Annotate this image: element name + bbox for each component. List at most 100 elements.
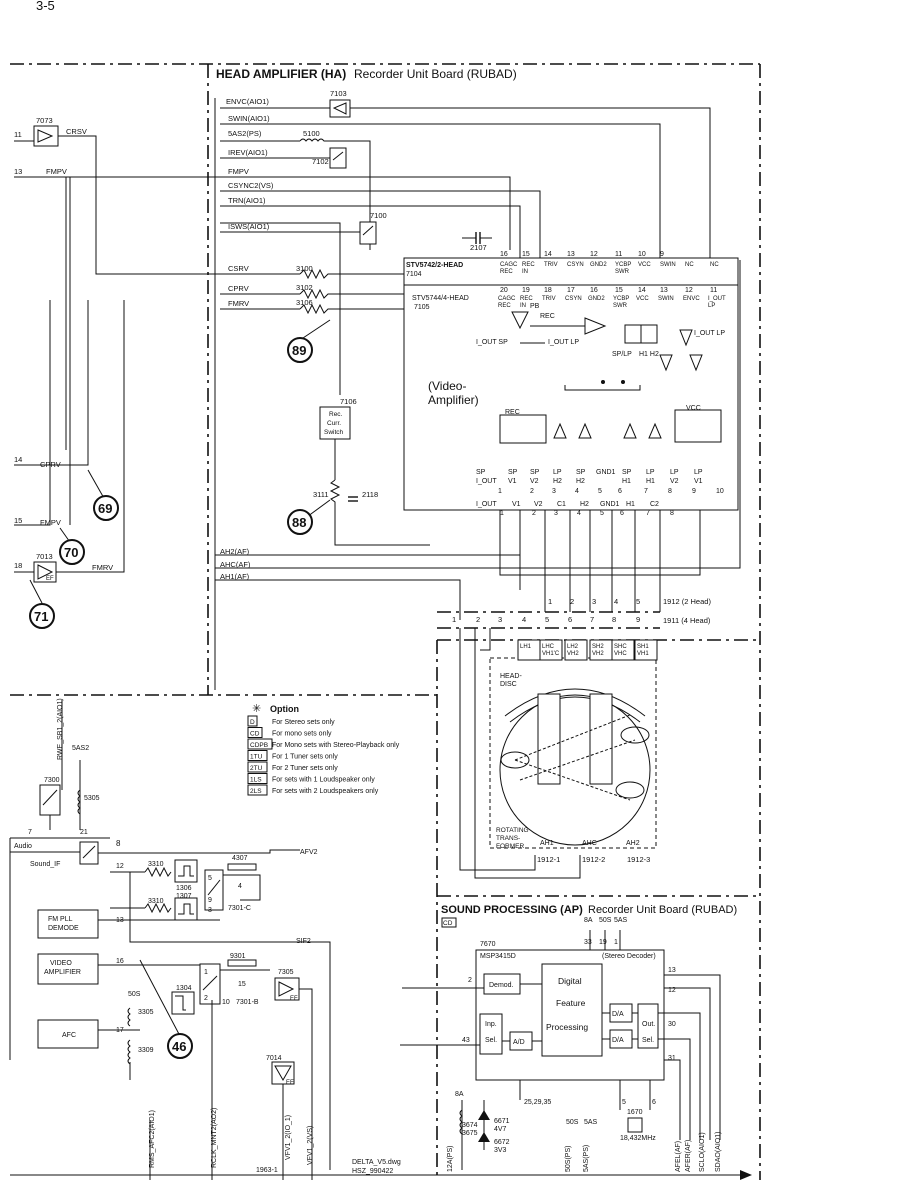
ic-bottom-label: V1 — [508, 478, 517, 485]
ic2-pin-number: 13 — [660, 287, 668, 294]
ic1-pin-label: VCC — [638, 262, 651, 268]
ic2-pin-label: LP — [708, 303, 715, 309]
conn-1911-label: 1911 (4 Head) — [663, 616, 711, 625]
signal-label: FMPV — [228, 167, 249, 176]
ic2-pin-label: REC — [520, 296, 533, 302]
lower-left-label: FM PLL — [48, 916, 73, 923]
connector-1912-pin: 3 — [592, 597, 596, 606]
pin-14: 14 — [14, 455, 22, 464]
ic2-pin-label: CAGC — [498, 296, 516, 302]
ap-label: 3V3 — [494, 1147, 507, 1154]
signal-label: CPRV — [228, 284, 249, 293]
signal-label: ENVC(AIO1) — [226, 97, 269, 106]
cprv-label: CPRV — [40, 460, 61, 469]
ic-bottom-pin: 1 — [498, 488, 502, 495]
dfp-block — [541, 963, 603, 1057]
ap-label: D/A — [612, 1011, 624, 1018]
ic-bottom-label: LP — [694, 469, 703, 476]
part-7073: 7073 — [36, 116, 53, 125]
ic2-pin-number: 19 — [522, 287, 530, 294]
trans-pin: 1912-1 — [537, 855, 560, 864]
ap-bottom-signal: SDAO(AIO1) — [715, 1132, 722, 1172]
lower-left-label: 13 — [116, 917, 124, 924]
ic-bottom-label: SP — [476, 469, 486, 476]
ic2-pin-number: 18 — [544, 287, 552, 294]
ap-label: Processing — [546, 1022, 588, 1032]
option-code: 2LS — [250, 788, 262, 795]
switch-7102 — [329, 147, 347, 169]
head-label: LHC — [542, 644, 555, 650]
buffer-7103 — [329, 99, 351, 118]
iout-lp-label: I_OUT LP — [548, 339, 579, 346]
lower-left-label: 10 — [222, 999, 230, 1006]
ic-bottom-pin: 8 — [668, 488, 672, 495]
video-label: (Video- — [428, 379, 466, 393]
ic-bottom-label: H1 — [646, 478, 655, 485]
fm-pll-demod-box — [37, 909, 99, 939]
iout-lp2-label: I_OUT LP — [694, 330, 725, 337]
ap-supply-pin: 19 — [599, 939, 607, 946]
ic1-pin-label: SWIN — [660, 262, 676, 268]
ic-bottom-label: SP — [508, 469, 518, 476]
pin-13: 13 — [14, 167, 22, 176]
ic-bottom-label: LP — [553, 469, 562, 476]
connector-1912-pin: 5 — [636, 597, 640, 606]
vertical-signal-label: RCLK_MNT2(AO2) — [211, 1108, 218, 1168]
ic-bottom-pin: 1 — [500, 510, 504, 517]
part-7106: 7106 — [340, 397, 357, 406]
ic-bottom-pin: 6 — [620, 510, 624, 517]
signal-label: CSRV — [228, 264, 249, 273]
connector-1911-pin: 8 — [612, 615, 616, 624]
vertical-signal-label: RWE_SB1_2(AIO1) — [57, 698, 64, 760]
ic1-pin-label: YCBP — [615, 262, 631, 268]
lower-left-label: 1 — [204, 969, 208, 976]
ap-label: 8A — [455, 1091, 464, 1098]
ap-label: 2 — [468, 977, 472, 984]
option-code-box — [247, 727, 263, 738]
vcc-label: VCC — [686, 405, 701, 412]
pb-label: PB — [530, 303, 540, 310]
pin-11: 11 — [14, 130, 22, 139]
option-code-box — [247, 750, 268, 761]
rec-switch-line: Rec. — [329, 411, 343, 418]
ap-supply: 5AS — [614, 917, 628, 924]
option-text: For 1 Tuner sets only — [272, 754, 338, 761]
ap-label: 43 — [462, 1037, 470, 1044]
lower-left-label: 3310 — [148, 898, 164, 905]
ap-bottom-signal: 5AS(PS) — [583, 1145, 590, 1172]
ic2-pin-number: 14 — [638, 287, 646, 294]
lower-left-label: SIF2 — [296, 938, 311, 945]
trans-ah2: AH2 — [626, 840, 640, 847]
reference-bubble — [93, 495, 119, 521]
ic2-ref: 7105 — [414, 304, 430, 311]
lower-left-label: 9 — [208, 897, 212, 904]
lower-left-label: DELTA_V5.dwg — [352, 1159, 401, 1166]
ap-label: Demod. — [489, 982, 514, 989]
part-7100: 7100 — [370, 211, 387, 220]
head-disc-area — [489, 657, 657, 849]
ap-label: D/A — [612, 1037, 624, 1044]
ic-bottom-label: H2 — [576, 478, 585, 485]
head-label-box — [589, 639, 613, 661]
rotating-label: TRANS- — [496, 835, 520, 842]
fmpv-label: FMPV — [46, 167, 67, 176]
lower-left-label: AFV2 — [300, 849, 318, 856]
lower-left-label: 7300 — [44, 777, 60, 784]
trans-pin: 1912-3 — [627, 855, 650, 864]
head-disc-label: HEAD- — [500, 673, 522, 680]
ic-bottom-label: SP — [530, 469, 540, 476]
ap-label: Feature — [556, 998, 586, 1008]
ic1-pin-label: CAGC — [500, 262, 518, 268]
option-code-box — [247, 761, 268, 773]
ap-label: MSP3415D — [480, 953, 516, 960]
reference-bubble — [59, 539, 85, 565]
ap-bottom-signal: AFER(AF) — [685, 1140, 692, 1172]
lower-left-label: 2 — [204, 995, 208, 1002]
ap-label: 1670 — [627, 1109, 643, 1116]
lower-left-circuit — [9, 700, 752, 1180]
